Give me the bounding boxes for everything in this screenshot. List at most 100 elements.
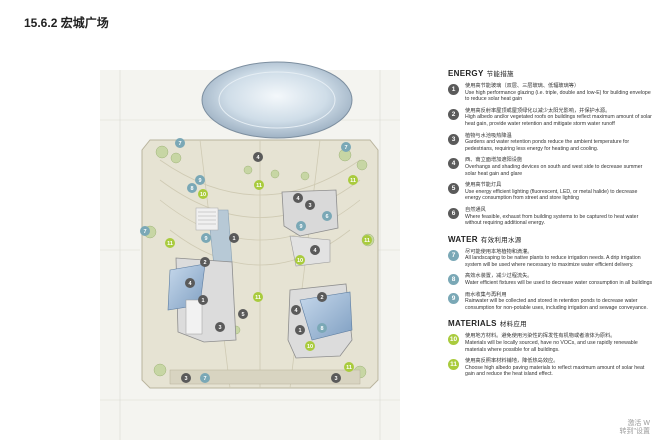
svg-text:1: 1 xyxy=(201,298,204,304)
marker-1: 1 xyxy=(295,325,305,335)
marker-4: 4 xyxy=(291,305,301,315)
svg-text:2: 2 xyxy=(320,295,323,301)
badge-8: 8 xyxy=(448,274,459,286)
marker-4: 4 xyxy=(293,193,303,203)
svg-text:4: 4 xyxy=(313,248,317,254)
badge-6: 6 xyxy=(448,207,459,219)
svg-text:6: 6 xyxy=(325,214,328,220)
dome-ring xyxy=(218,71,336,129)
marker-11: 11 xyxy=(348,175,358,185)
svg-text:4: 4 xyxy=(296,196,300,202)
center-stairs xyxy=(195,207,219,231)
marker-5: 5 xyxy=(238,309,248,319)
badge-11: 11 xyxy=(448,359,459,371)
marker-10: 10 xyxy=(198,189,208,199)
svg-text:9: 9 xyxy=(204,236,207,242)
svg-text:4: 4 xyxy=(256,155,260,161)
marker-4: 4 xyxy=(310,245,320,255)
marker-10: 10 xyxy=(295,255,305,265)
svg-text:8: 8 xyxy=(320,326,323,332)
legend-item-7: 7 尽可能使用本地植物和滴灌。All landscaping to be nat… xyxy=(448,249,654,269)
svg-text:7: 7 xyxy=(178,141,181,147)
legend-item-8: 8 高效水装置，减少过程流失。Water efficient fixtures … xyxy=(448,273,654,286)
marker-8: 8 xyxy=(317,323,327,333)
glass-roof-right xyxy=(299,291,353,341)
marker-4: 4 xyxy=(185,278,195,288)
svg-text:11: 11 xyxy=(167,241,173,247)
svg-text:1: 1 xyxy=(232,236,235,242)
marker-4: 4 xyxy=(253,152,263,162)
south-edge xyxy=(169,369,361,385)
marker-1: 1 xyxy=(198,295,208,305)
marker-6: 6 xyxy=(322,211,332,221)
badge-3: 3 xyxy=(448,133,459,145)
marker-3: 3 xyxy=(305,200,315,210)
svg-text:11: 11 xyxy=(350,178,356,184)
page-title: 15.6.2 宏城广场 xyxy=(24,16,109,30)
svg-text:11: 11 xyxy=(256,183,262,189)
svg-text:11: 11 xyxy=(255,295,261,301)
marker-11: 11 xyxy=(362,235,372,245)
marker-7: 7 xyxy=(140,226,150,236)
marker-10: 10 xyxy=(305,341,315,351)
marker-3: 3 xyxy=(331,373,341,383)
svg-text:3: 3 xyxy=(218,325,221,331)
svg-text:5: 5 xyxy=(241,312,244,318)
svg-text:7: 7 xyxy=(344,145,347,151)
marker-7: 7 xyxy=(175,138,185,148)
marker-9: 9 xyxy=(296,221,306,231)
badge-10: 10 xyxy=(448,334,459,346)
badge-5: 5 xyxy=(448,183,459,195)
marker-11: 11 xyxy=(253,292,263,302)
badge-9: 9 xyxy=(448,292,459,304)
legend-item-11: 11 使用高反照率材料铺地，降低热岛效应。Choose high albedo … xyxy=(448,358,654,378)
activation-watermark: 激活 W 转到"设置 xyxy=(619,420,651,435)
badge-1: 1 xyxy=(448,84,459,95)
marker-11: 11 xyxy=(344,362,354,372)
marker-8: 8 xyxy=(187,183,197,193)
marker-2: 2 xyxy=(317,292,327,302)
marker-7: 7 xyxy=(200,373,210,383)
legend-item-2: 2 使用高反射率屋顶或屋顶绿化以减少太阳光影响，并保护水源。High albed… xyxy=(448,108,654,128)
svg-text:8: 8 xyxy=(190,186,193,192)
marker-11: 11 xyxy=(165,238,175,248)
svg-text:7: 7 xyxy=(203,376,206,382)
svg-text:1: 1 xyxy=(298,328,301,334)
svg-text:9: 9 xyxy=(198,178,201,184)
legend-item-10: 10 使用地方材料。避免使用污染性的挥发性有机物或者液体为原料。Material… xyxy=(448,333,638,353)
svg-text:3: 3 xyxy=(308,203,311,209)
svg-text:3: 3 xyxy=(184,376,187,382)
svg-text:10: 10 xyxy=(297,258,303,264)
marker-1: 1 xyxy=(229,233,239,243)
svg-text:11: 11 xyxy=(364,238,370,244)
marker-2: 2 xyxy=(200,257,210,267)
marker-9: 9 xyxy=(201,233,211,243)
svg-text:2: 2 xyxy=(203,260,206,266)
svg-text:10: 10 xyxy=(307,344,313,350)
svg-text:9: 9 xyxy=(299,224,302,230)
plan-markers: 4 7 7 11 9 8 10 11 7 11 9 1 4 3 6 9 4 10… xyxy=(140,138,372,383)
marker-7: 7 xyxy=(341,142,351,152)
svg-text:11: 11 xyxy=(346,365,352,371)
legend-item-1: 1 使用高节能玻璃（双层、三层玻璃、低辐玻璃等）Use high perform… xyxy=(448,83,654,103)
badge-7: 7 xyxy=(448,249,459,261)
svg-text:4: 4 xyxy=(294,308,298,314)
svg-text:3: 3 xyxy=(334,376,337,382)
badge-2: 2 xyxy=(448,108,459,120)
marker-3: 3 xyxy=(181,373,191,383)
marker-11: 11 xyxy=(254,180,264,190)
svg-text:4: 4 xyxy=(188,281,192,287)
svg-text:10: 10 xyxy=(200,192,206,198)
marker-3: 3 xyxy=(215,322,225,332)
marker-9: 9 xyxy=(195,175,205,185)
dome-roof xyxy=(201,61,353,139)
